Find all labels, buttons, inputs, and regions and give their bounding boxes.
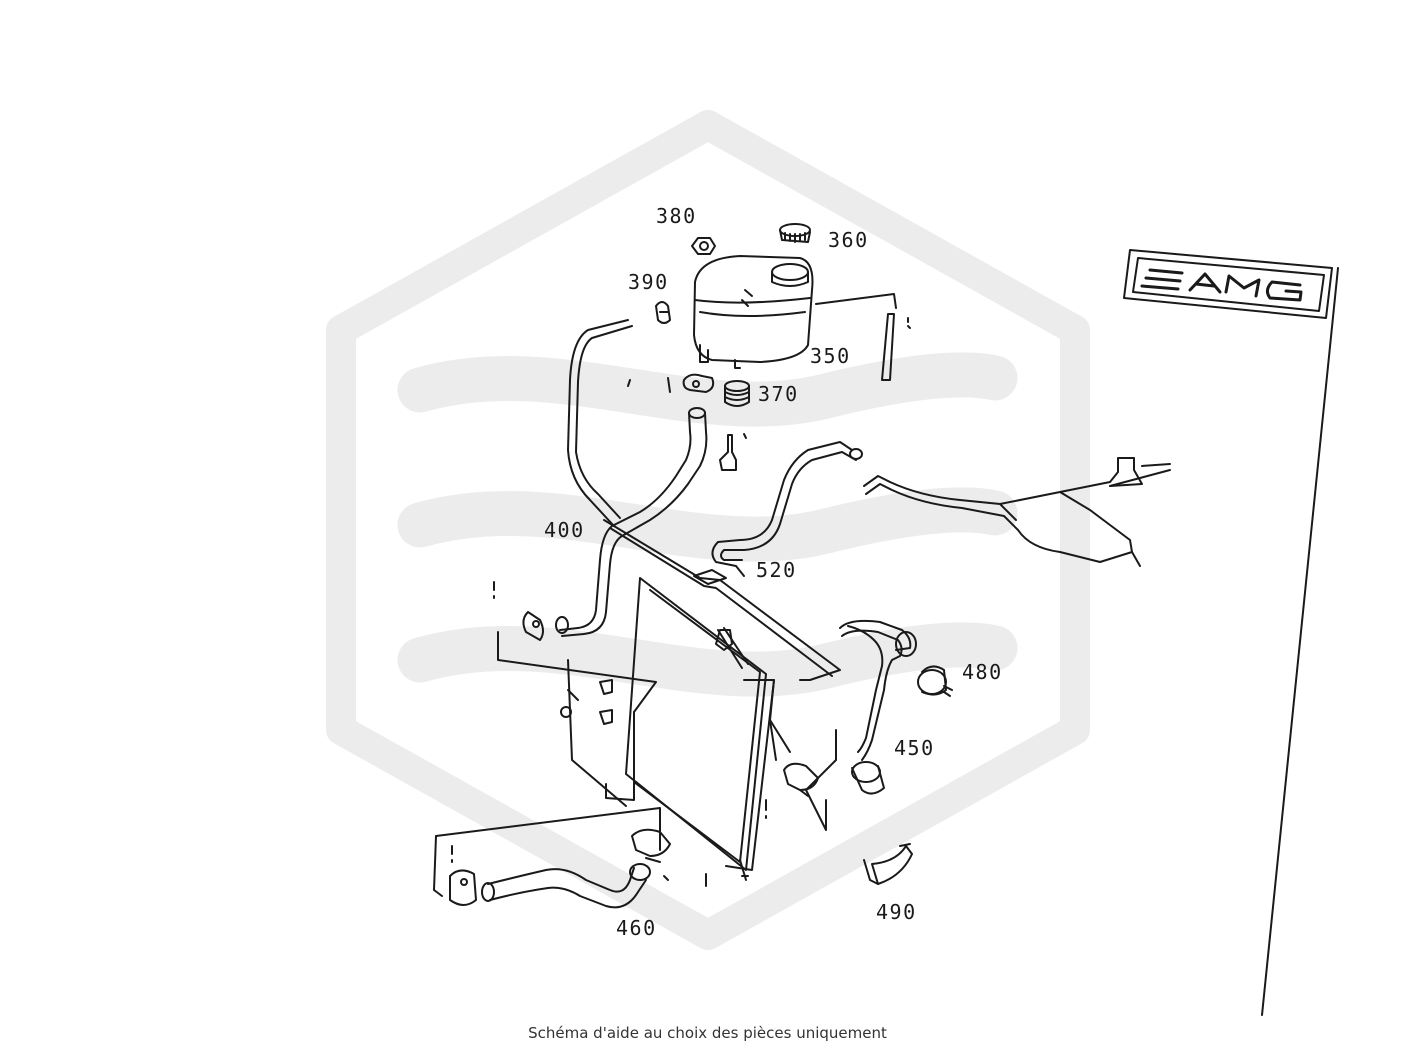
hose-520-drawing xyxy=(693,441,863,585)
part-label-370[interactable]: 370 xyxy=(758,382,799,406)
hose-460-drawing xyxy=(449,828,671,909)
line-art xyxy=(433,223,1339,1016)
clip-390-drawing xyxy=(655,301,671,324)
watermark-logo xyxy=(326,110,1090,950)
part-label-490[interactable]: 490 xyxy=(876,900,917,924)
part-label-480[interactable]: 480 xyxy=(962,660,1003,684)
rubber-mount-370-drawing xyxy=(724,380,750,407)
hose-400-drawing xyxy=(493,319,708,641)
cap-360-drawing xyxy=(779,223,811,243)
part-label-520[interactable]: 520 xyxy=(756,558,797,582)
part-label-380[interactable]: 380 xyxy=(656,204,697,228)
part-label-390[interactable]: 390 xyxy=(628,270,669,294)
bracket-490-drawing xyxy=(863,843,913,885)
amg-logo xyxy=(1123,249,1333,319)
clamp-480-drawing xyxy=(917,665,953,697)
radiator-drawing xyxy=(560,577,791,881)
engine-outline xyxy=(863,457,1171,567)
part-label-360[interactable]: 360 xyxy=(828,228,869,252)
part-label-400[interactable]: 400 xyxy=(544,518,585,542)
diagram-caption: Schéma d'aide au choix des pièces unique… xyxy=(528,1024,887,1042)
part-label-460[interactable]: 460 xyxy=(616,916,657,940)
nut-380-drawing xyxy=(691,237,716,255)
part-label-450[interactable]: 450 xyxy=(894,736,935,760)
hose-450-drawing xyxy=(839,619,917,795)
part-label-350[interactable]: 350 xyxy=(810,344,851,368)
expansion-tank-350-drawing xyxy=(693,255,814,369)
